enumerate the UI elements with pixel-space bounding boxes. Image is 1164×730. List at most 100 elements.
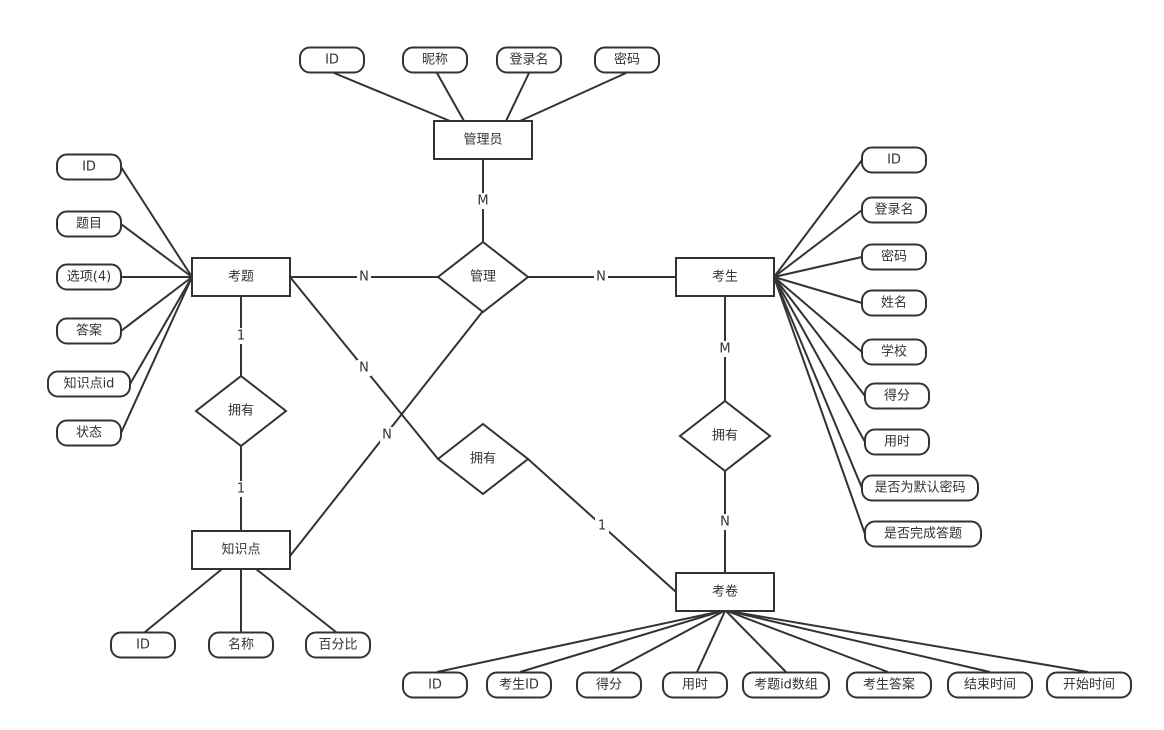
attribute-pill[interactable]	[56, 419, 122, 447]
cardinality-label: N	[596, 270, 606, 285]
attribute-admin_pwd[interactable]: 密码	[594, 46, 660, 74]
attribute-pill[interactable]	[496, 46, 562, 74]
relationship-diamond[interactable]	[194, 374, 288, 448]
attribute-q_status[interactable]: 状态	[56, 419, 122, 447]
attribute-label: 结束时间	[964, 678, 1016, 693]
attribute-s_time[interactable]: 用时	[864, 428, 930, 456]
attribute-p_end[interactable]: 结束时间	[947, 671, 1033, 699]
attribute-s_name[interactable]: 姓名	[861, 289, 927, 317]
attribute-k_id[interactable]: ID	[110, 631, 176, 659]
attribute-pill[interactable]	[662, 671, 728, 699]
attribute-pill[interactable]	[56, 210, 122, 238]
relationship-manage[interactable]: 管理	[436, 240, 530, 314]
relationship-label: 拥有	[228, 404, 254, 419]
entity-box[interactable]	[191, 530, 291, 570]
attribute-s_defpwd[interactable]: 是否为默认密码	[861, 474, 979, 502]
attribute-p_answers[interactable]: 考生答案	[846, 671, 932, 699]
attribute-pill[interactable]	[1046, 671, 1132, 699]
attribute-k_name[interactable]: 名称	[208, 631, 274, 659]
attribute-pill[interactable]	[486, 671, 552, 699]
attribute-pill[interactable]	[861, 196, 927, 224]
attribute-p_start[interactable]: 开始时间	[1046, 671, 1132, 699]
attribute-q_kid[interactable]: 知识点id	[47, 370, 131, 398]
attribute-pill[interactable]	[864, 428, 930, 456]
cardinality-background	[380, 427, 394, 443]
attribute-label: 是否完成答题	[884, 526, 962, 542]
attribute-link-p_end	[727, 610, 991, 673]
attribute-label: ID	[82, 160, 96, 175]
entity-admin[interactable]: 管理员	[433, 120, 533, 160]
attribute-pill[interactable]	[110, 631, 176, 659]
attribute-pill[interactable]	[864, 382, 930, 410]
attribute-pill[interactable]	[56, 153, 122, 181]
attribute-pill[interactable]	[861, 243, 927, 271]
relationship-has_qp[interactable]: 拥有	[436, 422, 530, 496]
attribute-p_time[interactable]: 用时	[662, 671, 728, 699]
attribute-pill[interactable]	[864, 520, 982, 548]
attribute-pill[interactable]	[861, 289, 927, 317]
entity-paper[interactable]: 考卷	[675, 572, 775, 612]
attribute-pill[interactable]	[594, 46, 660, 74]
attribute-pill[interactable]	[742, 671, 830, 699]
attribute-label: 知识点id	[64, 376, 115, 392]
cardinality-label: M	[477, 194, 488, 209]
entity-box[interactable]	[675, 257, 775, 297]
attribute-q_options[interactable]: 选项(4)	[56, 263, 122, 291]
attribute-q_title[interactable]: 题目	[56, 210, 122, 238]
attribute-q_answer[interactable]: 答案	[56, 317, 122, 345]
attribute-s_pwd[interactable]: 密码	[861, 243, 927, 271]
relationship-diamond[interactable]	[436, 240, 530, 314]
attribute-pill[interactable]	[861, 146, 927, 174]
attribute-p_sid[interactable]: 考生ID	[486, 671, 552, 699]
attribute-pill[interactable]	[299, 46, 365, 74]
attribute-k_pct[interactable]: 百分比	[305, 631, 371, 659]
attribute-label: 百分比	[318, 638, 357, 653]
attribute-s_school[interactable]: 学校	[861, 338, 927, 366]
attribute-link-p_qids	[725, 610, 787, 673]
relationship-diamond[interactable]	[678, 399, 772, 473]
entity-student[interactable]: 考生	[675, 257, 775, 297]
attribute-pill[interactable]	[947, 671, 1033, 699]
attribute-admin_nick[interactable]: 昵称	[402, 46, 468, 74]
entity-question[interactable]: 考题	[191, 257, 291, 297]
attribute-q_id[interactable]: ID	[56, 153, 122, 181]
attribute-admin_id[interactable]: ID	[299, 46, 365, 74]
relationship-diamond[interactable]	[436, 422, 530, 496]
attribute-pill[interactable]	[402, 671, 468, 699]
entity-knowledge[interactable]: 知识点	[191, 530, 291, 570]
cardinality-background	[718, 514, 732, 530]
attribute-pill[interactable]	[402, 46, 468, 74]
attribute-pill[interactable]	[576, 671, 642, 699]
attribute-s_id[interactable]: ID	[861, 146, 927, 174]
attribute-pill[interactable]	[56, 317, 122, 345]
attribute-p_qids[interactable]: 考题id数组	[742, 671, 830, 699]
attribute-pill[interactable]	[861, 338, 927, 366]
attribute-link-p_sid	[519, 610, 723, 673]
attribute-pill[interactable]	[846, 671, 932, 699]
attribute-pill[interactable]	[208, 631, 274, 659]
attribute-pill[interactable]	[305, 631, 371, 659]
attribute-link-admin_id	[333, 72, 451, 122]
attribute-s_score[interactable]: 得分	[864, 382, 930, 410]
attribute-pill[interactable]	[861, 474, 979, 502]
attribute-link-admin_pwd	[519, 72, 627, 122]
attribute-pill[interactable]	[47, 370, 131, 398]
attribute-admin_login[interactable]: 登录名	[496, 46, 562, 74]
relationship-has_qk[interactable]: 拥有	[194, 374, 288, 448]
attribute-s_login[interactable]: 登录名	[861, 196, 927, 224]
entity-box[interactable]	[433, 120, 533, 160]
attribute-p_id[interactable]: ID	[402, 671, 468, 699]
attribute-label: 用时	[682, 678, 708, 693]
attribute-link-k_id	[144, 568, 223, 633]
entity-box[interactable]	[191, 257, 291, 297]
attribute-s_done[interactable]: 是否完成答题	[864, 520, 982, 548]
entity-box[interactable]	[675, 572, 775, 612]
relationship-has_sp[interactable]: 拥有	[678, 399, 772, 473]
attribute-label: 昵称	[422, 53, 448, 68]
attribute-p_score[interactable]: 得分	[576, 671, 642, 699]
attribute-label: 选项(4)	[67, 270, 111, 285]
cardinality-background	[718, 341, 732, 357]
attribute-link-s_school	[773, 276, 863, 353]
attribute-pill[interactable]	[56, 263, 122, 291]
